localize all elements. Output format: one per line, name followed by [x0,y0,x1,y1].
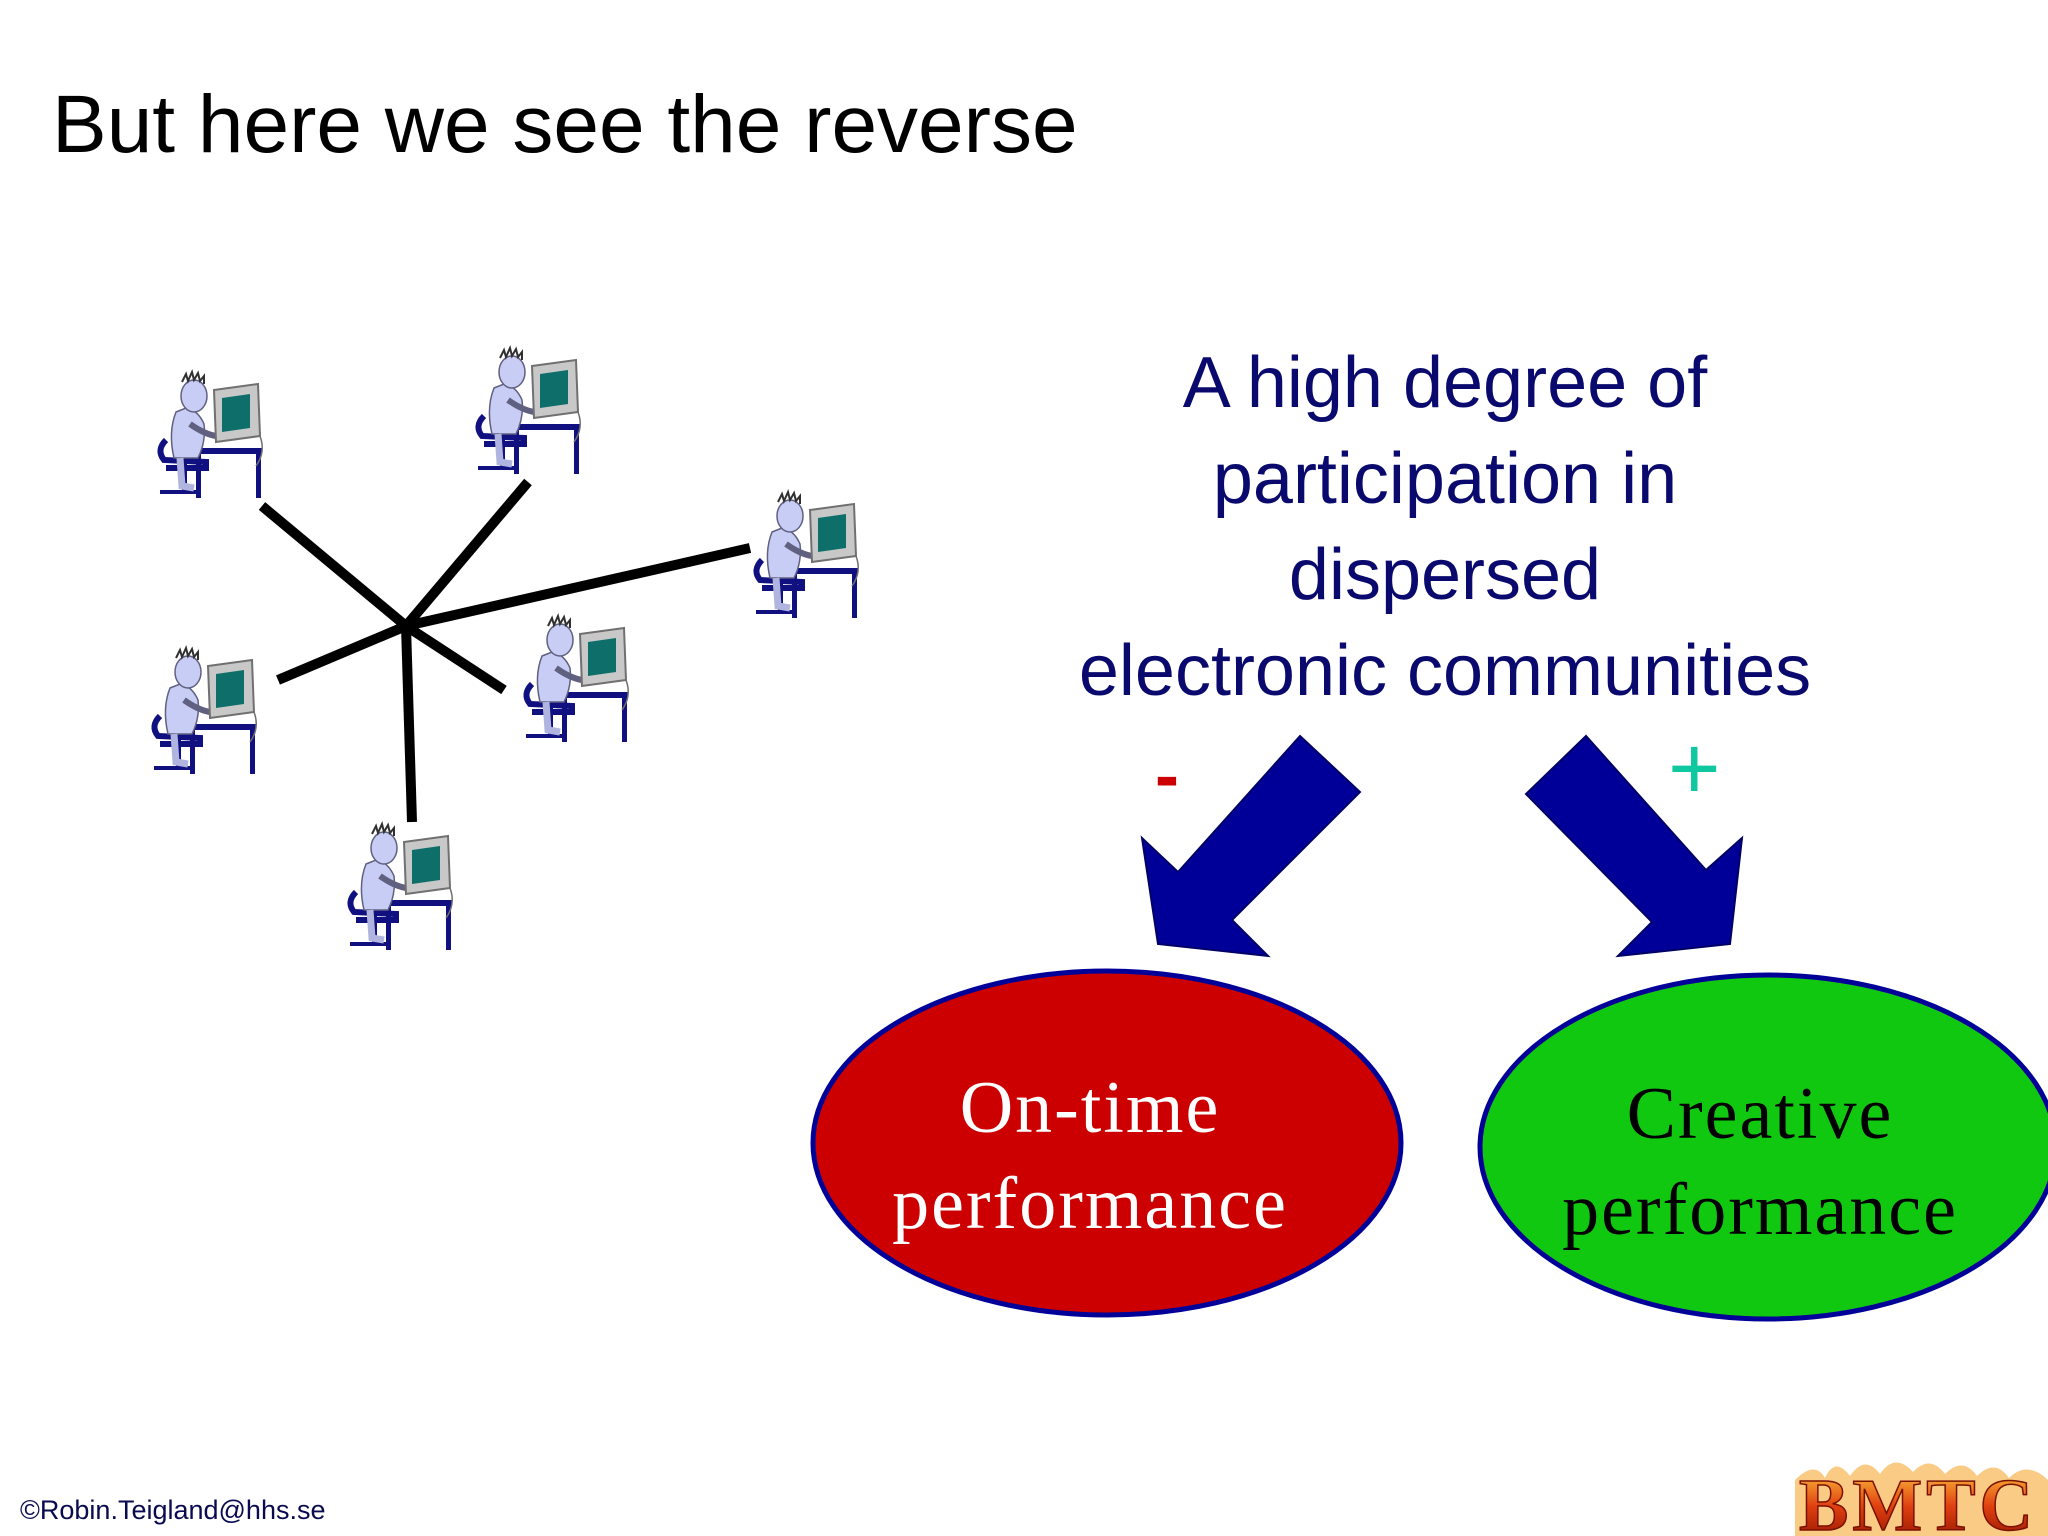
central-statement: A high degree of participation in disper… [980,335,1910,719]
network-link [401,625,417,823]
bmtc-logo: BMTC [1795,1462,2048,1536]
svg-text:BMTC: BMTC [1799,1465,2037,1536]
ontime-line-1: On-time [959,1067,1221,1149]
network-link [404,543,752,631]
network-link [276,621,408,685]
negative-effect-arrow [1140,734,1362,958]
positive-sign: + [1668,719,1721,819]
network-links [258,478,752,823]
creative-line-1: Creative [1626,1073,1894,1155]
ontime-performance-label: On-time performance [830,1060,1350,1252]
network-link [402,478,532,630]
positive-effect-arrow [1524,734,1744,958]
footer-credit: ©Robin.Teigland@hhs.se [20,1495,326,1525]
creative-line-2: performance [1562,1169,1958,1251]
network-link [403,621,507,695]
ontime-line-2: performance [892,1163,1288,1245]
slide-title: But here we see the reverse [52,79,1078,170]
creative-performance-ellipse [1477,972,2048,1322]
network-link [258,502,410,630]
negative-sign: - [1155,736,1179,816]
central-statement-line: electronic communities [1078,631,1812,711]
central-statement-line: dispersed [1288,535,1602,615]
ontime-performance-ellipse [810,968,1404,1318]
central-statement-line: A high degree of [1182,343,1708,423]
creative-performance-label: Creative performance [1490,1066,2030,1258]
central-statement-line: participation in [1212,439,1678,519]
